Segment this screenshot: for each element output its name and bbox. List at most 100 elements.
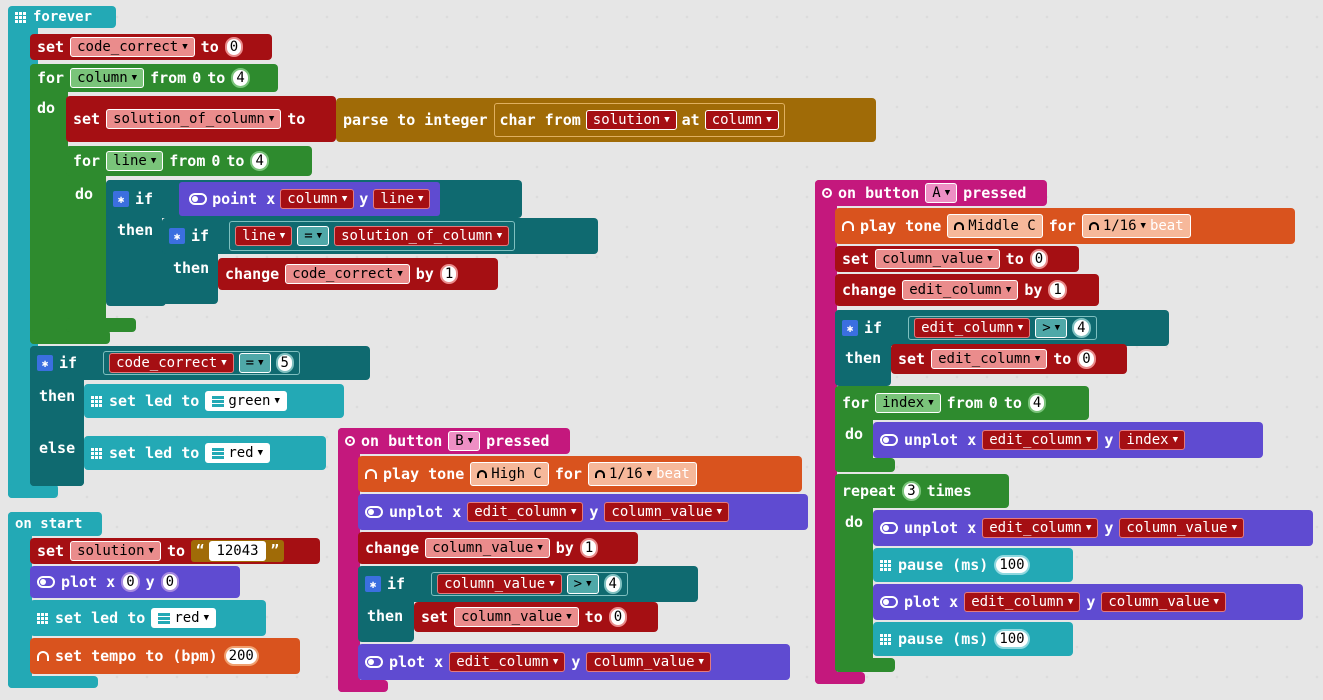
number-input[interactable]: 4 [603, 574, 622, 594]
number-input[interactable]: 1 [1048, 280, 1067, 300]
var-dropdown[interactable]: column_value▼ [586, 652, 711, 672]
var-dropdown[interactable]: column_value▼ [454, 607, 579, 627]
gear-icon[interactable]: ✱ [365, 576, 381, 592]
var-dropdown[interactable]: column_value▼ [1101, 592, 1226, 612]
var-dropdown[interactable]: column▼ [70, 68, 145, 88]
number-input[interactable]: 0 [1077, 349, 1096, 369]
var-dropdown[interactable]: solution▼ [585, 110, 677, 130]
var-dropdown[interactable]: code_correct▼ [70, 37, 195, 57]
var-dropdown[interactable]: edit_column▼ [914, 318, 1031, 338]
var-dropdown[interactable]: solution_of_column▼ [106, 109, 282, 129]
set-edit-column-block[interactable]: set edit_column▼ to 0 [891, 344, 1127, 374]
var-dropdown[interactable]: column_value▼ [875, 249, 1000, 269]
change-column-value-block[interactable]: change column_value▼ by 1 [358, 532, 638, 564]
number-input[interactable]: 1 [579, 538, 599, 558]
pause-block[interactable]: pause (ms) 100 [873, 622, 1073, 656]
var-dropdown[interactable]: index▼ [1119, 430, 1185, 450]
plot-block[interactable]: plot x 0 y 0 [30, 566, 240, 598]
string-input[interactable]: 12043 [209, 541, 266, 561]
var-dropdown[interactable]: edit_column▼ [902, 280, 1019, 300]
var-dropdown[interactable]: solution▼ [70, 541, 161, 561]
set-solution-of-column-block[interactable]: set solution_of_column▼ to [66, 96, 336, 142]
set-led-red-block[interactable]: set led to red▼ [84, 436, 326, 470]
point-block[interactable]: point x column▼ y line▼ [179, 182, 441, 216]
operator-dropdown[interactable]: >▼ [1035, 318, 1068, 338]
pause-block[interactable]: pause (ms) 100 [873, 548, 1073, 582]
var-dropdown[interactable]: column_value▼ [604, 502, 729, 522]
number-input[interactable]: 0 [160, 572, 180, 592]
var-dropdown[interactable]: edit_column▼ [449, 652, 566, 672]
number-input[interactable]: 4 [1027, 393, 1047, 413]
var-dropdown[interactable]: edit_column▼ [931, 349, 1048, 369]
number-input[interactable]: 0 [608, 607, 628, 627]
gear-icon[interactable]: ✱ [37, 355, 53, 371]
set-tempo-block[interactable]: set tempo to (bpm) 200 [30, 638, 300, 674]
compare-block[interactable]: column_value▼ >▼ 4 [431, 572, 628, 596]
number-input[interactable]: 0 [224, 37, 244, 57]
color-dropdown[interactable]: red▼ [151, 608, 217, 628]
number-input[interactable]: 5 [275, 353, 294, 373]
var-dropdown[interactable]: line▼ [373, 189, 431, 209]
forever-hat[interactable]: forever [8, 6, 116, 28]
button-dropdown[interactable]: A▼ [925, 183, 958, 203]
var-dropdown[interactable]: line▼ [235, 226, 293, 246]
operator-dropdown[interactable]: =▼ [297, 226, 330, 246]
note-dropdown[interactable]: High C [470, 462, 549, 486]
color-dropdown[interactable]: red▼ [205, 443, 271, 463]
plot-b-block[interactable]: plot x edit_column▼ y column_value▼ [358, 644, 790, 680]
play-tone-b-block[interactable]: play tone High C for 1/16▼beat [358, 456, 802, 492]
set-solution-block[interactable]: set solution▼ to “ 12043 ” [30, 538, 320, 564]
change-edit-column-block[interactable]: change edit_column▼ by 1 [835, 274, 1099, 306]
operator-dropdown[interactable]: >▼ [566, 574, 599, 594]
unplot-column-value-block[interactable]: unplot x edit_column▼ y column_value▼ [873, 510, 1313, 546]
number-input[interactable]: 4 [231, 68, 250, 88]
compare-block[interactable]: edit_column▼ >▼ 4 [908, 316, 1097, 340]
gear-icon[interactable]: ✱ [113, 191, 129, 207]
note-dropdown[interactable]: Middle C [947, 214, 1043, 238]
on-button-a-hat[interactable]: on button A▼ pressed [815, 180, 1047, 206]
var-dropdown[interactable]: column▼ [280, 189, 355, 209]
var-dropdown[interactable]: column_value▼ [1119, 518, 1244, 538]
number-input[interactable]: 200 [223, 646, 259, 666]
number-input[interactable]: 1 [439, 264, 459, 284]
var-dropdown[interactable]: column_value▼ [437, 574, 562, 594]
plot-a-block[interactable]: plot x edit_column▼ y column_value▼ [873, 584, 1303, 620]
set-code-correct-block[interactable]: set code_correct▼ to 0 [30, 34, 272, 60]
on-start-hat[interactable]: on start [8, 512, 102, 536]
duration-dropdown[interactable]: 1/16▼beat [587, 462, 697, 486]
number-input[interactable]: 0 [121, 572, 140, 592]
for-column-header[interactable]: for column▼ from 0 to 4 [30, 64, 278, 92]
set-led-green-block[interactable]: set led to green▼ [84, 384, 344, 418]
duration-dropdown[interactable]: 1/16▼beat [1081, 214, 1191, 238]
var-dropdown[interactable]: index▼ [875, 393, 941, 413]
var-dropdown[interactable]: edit_column▼ [964, 592, 1081, 612]
button-dropdown[interactable]: B▼ [448, 431, 481, 451]
change-code-correct-block[interactable]: change code_correct▼ by 1 [218, 258, 498, 290]
compare-block[interactable]: line▼ =▼ solution_of_column▼ [229, 221, 516, 251]
set-column-value-b-block[interactable]: set column_value▼ to 0 [414, 602, 658, 632]
var-dropdown[interactable]: column▼ [704, 110, 779, 130]
unplot-b-block[interactable]: unplot x edit_column▼ y column_value▼ [358, 494, 808, 530]
number-input[interactable]: 0 [1029, 249, 1049, 269]
set-led-block[interactable]: set led to red▼ [30, 600, 266, 636]
var-dropdown[interactable]: solution_of_column▼ [334, 226, 510, 246]
on-button-b-hat[interactable]: on button B▼ pressed [338, 428, 570, 454]
char-from-block[interactable]: char from solution▼ at column▼ [493, 103, 785, 137]
set-column-value-a-block[interactable]: set column_value▼ to 0 [835, 246, 1079, 272]
for-line-header[interactable]: for line▼ from 0 to 4 [66, 146, 312, 176]
var-dropdown[interactable]: code_correct▼ [285, 264, 410, 284]
string-block[interactable]: “ 12043 ” [191, 540, 285, 562]
var-dropdown[interactable]: line▼ [106, 151, 164, 171]
parse-to-integer-block[interactable]: parse to integer char from solution▼ at … [336, 98, 876, 142]
gear-icon[interactable]: ✱ [842, 320, 858, 336]
compare-block[interactable]: code_correct▼ =▼ 5 [103, 351, 300, 375]
play-tone-a-block[interactable]: play tone Middle C for 1/16▼beat [835, 208, 1295, 244]
var-dropdown[interactable]: edit_column▼ [467, 502, 584, 522]
unplot-index-block[interactable]: unplot x edit_column▼ y index▼ [873, 422, 1263, 458]
operator-dropdown[interactable]: =▼ [238, 353, 271, 373]
number-input[interactable]: 4 [250, 151, 269, 171]
var-dropdown[interactable]: column_value▼ [425, 538, 550, 558]
color-dropdown[interactable]: green▼ [205, 391, 287, 411]
number-input[interactable]: 100 [994, 555, 1030, 575]
number-input[interactable]: 4 [1072, 318, 1091, 338]
